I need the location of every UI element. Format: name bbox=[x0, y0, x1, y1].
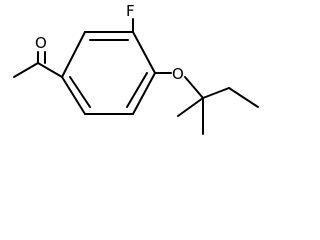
ring-bond-3 bbox=[132, 31, 156, 74]
carbonyl-oxygen-label: O bbox=[35, 34, 47, 52]
fluorine-label: F bbox=[126, 2, 135, 20]
ring-bond-4 bbox=[132, 72, 156, 115]
bond-ether-o-quaternary-c bbox=[184, 76, 204, 99]
bond-carbonyl-ring bbox=[37, 62, 63, 78]
bond-quaternary-c-ethyl bbox=[202, 87, 230, 99]
bond-methyl-carbonyl bbox=[13, 62, 39, 78]
structure-canvas: O F O bbox=[13, 2, 259, 135]
ether-oxygen-label: O bbox=[172, 65, 184, 83]
ring-bond-6 bbox=[61, 76, 86, 115]
ring-bond-1 bbox=[61, 31, 86, 78]
ring-double-bond-left bbox=[69, 76, 91, 108]
bond-ethyl-ch2-ch3 bbox=[228, 87, 259, 108]
ring-double-bond-right bbox=[126, 72, 148, 108]
molecule-diagram: O F O bbox=[13, 2, 259, 135]
bond-quaternary-c-methyl-b bbox=[177, 97, 204, 117]
